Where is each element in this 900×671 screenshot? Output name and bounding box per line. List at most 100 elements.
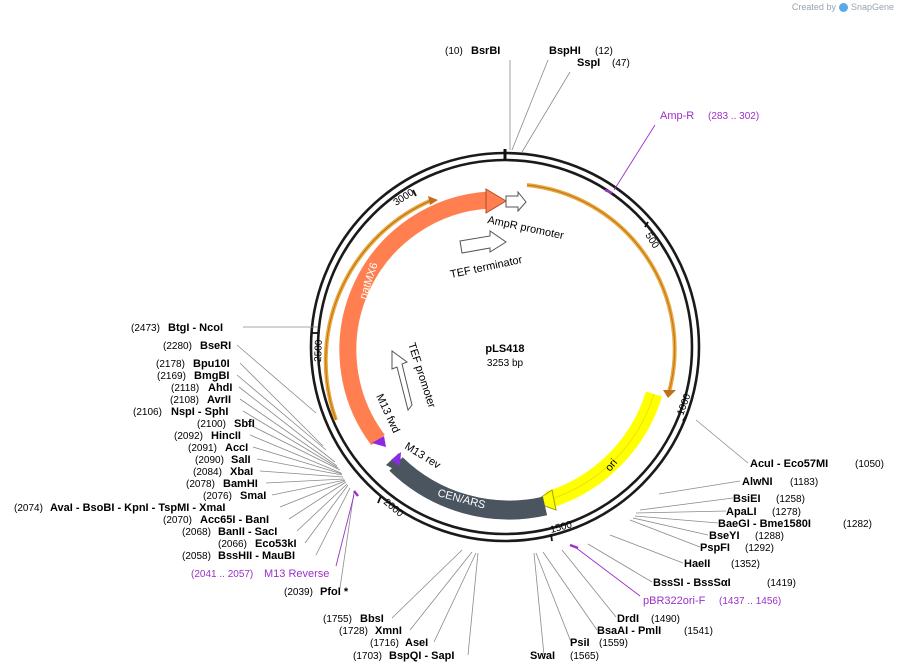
- leader-m13-reverse: [335, 494, 355, 567]
- site-label-bspqi: BspQI - SapI: [389, 650, 454, 662]
- ampr-promoter-arrow: [505, 190, 527, 213]
- site-label-xbai: XbaI: [230, 466, 253, 478]
- site-label-pfoi: PfoI *: [320, 586, 349, 598]
- site-label-acci: AccI: [225, 442, 248, 454]
- credit-snapgene: Created by SnapGene: [792, 2, 894, 12]
- site-label-acui: AcuI - Eco57MI: [750, 458, 828, 470]
- site-pos-bseyi: (1288): [755, 531, 784, 542]
- site-pos-bsssi: (1419): [767, 578, 796, 589]
- ori-band: [545, 391, 663, 509]
- site-label-avrii: AvrII: [207, 394, 231, 406]
- site-pos-ahdi: (2118): [171, 383, 199, 394]
- leader-pfoi: [339, 491, 355, 589]
- leader-apali: [635, 510, 727, 514]
- leader-eco53ki: [304, 484, 349, 544]
- site-label-haeii: HaeII: [684, 558, 710, 570]
- ampr-arrowhead: [663, 390, 676, 398]
- leader-xbai: [259, 470, 344, 478]
- natmx6-band: [339, 191, 491, 446]
- leader-haeii: [609, 534, 684, 564]
- site-label-bamhi: BamHI: [223, 478, 258, 490]
- cen-ars-band: [389, 457, 548, 520]
- site-pos-nspi: (2106): [133, 407, 162, 418]
- leader-drdi: [561, 549, 617, 618]
- leader-bsiei: [639, 497, 734, 511]
- site-label-swai: SwaI: [530, 650, 555, 662]
- tick-label-500: 500: [642, 231, 660, 251]
- site-label-bsphi: BspHI: [549, 45, 581, 57]
- site-label-pspfi: PspFI: [700, 542, 730, 554]
- tef-terminator-arrow: [459, 230, 507, 254]
- site-pos-avrii: (2108): [170, 395, 199, 406]
- leader-bsphi: [511, 59, 549, 151]
- tick-1000: [682, 413, 688, 422]
- site-label-smai: SmaI: [240, 490, 266, 502]
- primer-range-pbr322ori-f: (1437 .. 1456): [719, 596, 781, 607]
- site-label-bseyi: BseYI: [709, 530, 740, 542]
- tick-500: [644, 221, 649, 228]
- credit-brand: SnapGene: [850, 2, 894, 12]
- leader-acci: [252, 446, 343, 475]
- leader-xmni: [409, 551, 473, 631]
- ampr-arc-core: [526, 184, 676, 393]
- site-label-drdi: DrdI: [617, 613, 639, 625]
- ampr-arc: [526, 183, 677, 393]
- site-label-bsrbi: BsrBI: [471, 45, 500, 57]
- leader-amp-r: [613, 124, 656, 191]
- site-label-xmni: XmnI: [375, 625, 402, 637]
- leader-bbsi: [391, 549, 463, 619]
- site-pos-apali: (1278): [772, 507, 801, 518]
- tick-2000: [377, 495, 382, 504]
- site-pos-swai: (1565): [570, 651, 599, 662]
- leader-nspi: [242, 410, 339, 469]
- leader-alwni: [658, 480, 741, 495]
- site-pos-eco53ki: (2066): [218, 539, 247, 550]
- leader-bseyi: [632, 517, 709, 536]
- site-label-hincii: HincII: [211, 430, 241, 442]
- site-pos-pspfi: (1292): [745, 543, 774, 554]
- site-label-btgi: BtgI - NcoI: [168, 322, 223, 334]
- snapgene-logo-icon: [838, 2, 848, 12]
- site-label-sali: SalI: [231, 454, 251, 466]
- leader-bsshii: [315, 487, 351, 556]
- primer-mark-m13-reverse: [353, 490, 359, 497]
- site-pos-sali: (2090): [195, 455, 224, 466]
- leader-hincii: [249, 434, 342, 474]
- site-pos-banii: (2068): [182, 527, 211, 538]
- site-label-bsaai: BsaAI - PmlI: [597, 625, 661, 637]
- leader-swai: [533, 552, 545, 656]
- leader-banii: [296, 483, 348, 532]
- leader-pspfi: [629, 519, 701, 548]
- site-label-sspi: SspI: [577, 57, 600, 69]
- primer-range-amp-r: (283 .. 302): [708, 111, 759, 122]
- credit-prefix: Created by: [791, 2, 836, 12]
- site-label-asei: AseI: [405, 637, 428, 649]
- site-pos-acc65i: (2070): [163, 515, 192, 526]
- site-label-ahdi: AhdI: [208, 382, 232, 394]
- leader-bmgbi: [236, 374, 327, 451]
- site-label-acc65i: Acc65I - BanI: [200, 514, 269, 526]
- m13-rev-mark: [391, 452, 401, 466]
- site-label-sbfi: SbfI: [234, 418, 255, 430]
- site-label-bpu10i: Bpu10I: [193, 358, 230, 370]
- site-label-psii: PsiI: [570, 637, 590, 649]
- leader-bamhi: [265, 478, 345, 484]
- leader-bpu10i: [239, 362, 324, 447]
- site-pos-acci: (2091): [188, 443, 217, 454]
- site-pos-psii: (1559): [599, 638, 628, 649]
- leader-asei: [433, 552, 477, 643]
- site-label-nspi: NspI - SphI: [171, 406, 228, 418]
- primer-label-pbr322ori-f: pBR322ori-F: [643, 595, 706, 607]
- leader-bsssi: [587, 543, 653, 583]
- site-pos-asei: (1716): [370, 638, 399, 649]
- tick-label-2500: 2500: [313, 339, 325, 362]
- site-pos-bseri: (2280): [163, 341, 192, 352]
- site-label-baegi: BaeGI - Bme1580I: [718, 518, 811, 530]
- site-label-apali: ApaLI: [726, 506, 757, 518]
- site-label-bsssi: BssSI - BssSαI: [653, 577, 731, 589]
- leader-lines: [236, 59, 749, 656]
- site-pos-alwni: (1183): [790, 477, 818, 488]
- leader-sali: [256, 458, 343, 476]
- plasmid-size: 3253 bp: [487, 358, 524, 369]
- leader-baegi: [634, 515, 719, 524]
